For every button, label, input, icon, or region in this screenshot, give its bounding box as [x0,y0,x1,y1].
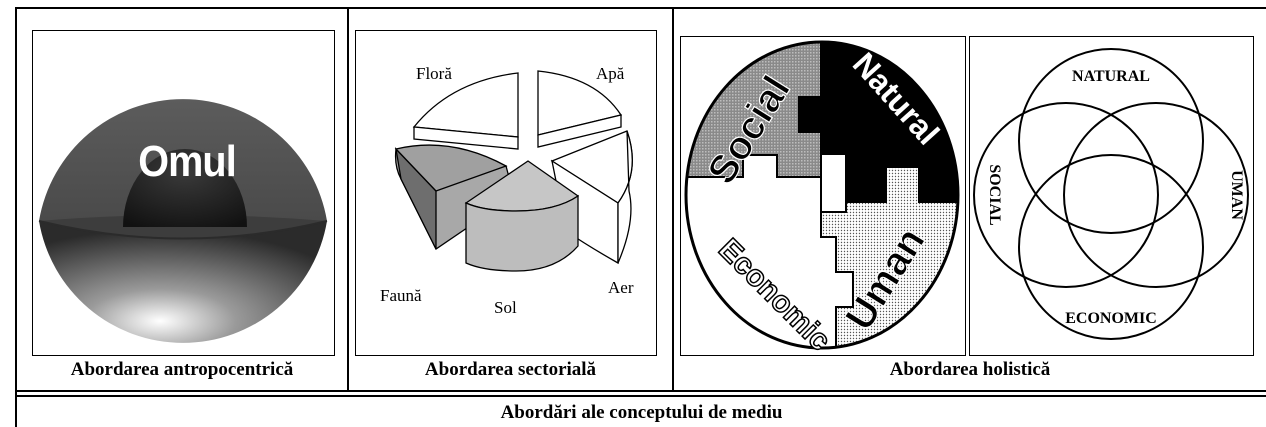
frame-bottom-line [15,390,1266,392]
frame-left-line [15,7,17,427]
label-sol: Sol [494,298,517,317]
label-flora: Floră [416,64,452,83]
holistic-venn-panel: NATURAL ECONOMIC SOCIAL UMAN [969,36,1254,356]
anthropocentric-diagram [38,99,328,343]
puzzle-outline [684,40,960,350]
frame-bottom-line-2 [15,395,1266,397]
inner-label: Omul [138,137,237,186]
outer-label: Mediul înconjurător [99,71,267,92]
inner-dome [123,149,247,227]
sphere-lower-half [39,221,327,343]
caption-holistic: Abordarea holistică [889,359,1051,380]
divider-1 [347,7,349,392]
circle-social [973,102,1159,288]
label-economic: ECONOMIC [1065,310,1157,327]
frame-top-line [15,7,1266,9]
label-natural: NATURAL [1072,68,1150,85]
caption-anthropocentric: Abordarea antropocentrică [70,359,294,380]
sectoral-panel: Floră Apă Aer Sol Faună [355,30,657,356]
circle-economic [1018,154,1204,340]
figure-title: Abordări ale conceptului de mediu [500,402,783,423]
circle-uman [1063,102,1249,288]
venn-diagram: NATURAL ECONOMIC SOCIAL UMAN [973,48,1249,340]
divider-2 [672,7,674,392]
label-fauna: Faună [380,286,422,305]
slice-flora [412,72,519,138]
anthropocentric-panel: Mediul înconjurător Omul [32,30,335,356]
label-social: SOCIAL [986,164,1003,225]
puzzle-circle: Social Natural Economic Uman [684,40,960,355]
label-aer: Aer [608,278,634,297]
holistic-puzzle-panel: Social Natural Economic Uman [680,36,966,356]
circle-natural [1018,48,1204,234]
sectoral-pie: Floră Apă Aer Sol Faună [380,64,634,317]
label-uman: UMAN [1228,170,1245,220]
label-apa: Apă [596,64,625,83]
caption-sectoral: Abordarea sectorială [424,359,597,380]
